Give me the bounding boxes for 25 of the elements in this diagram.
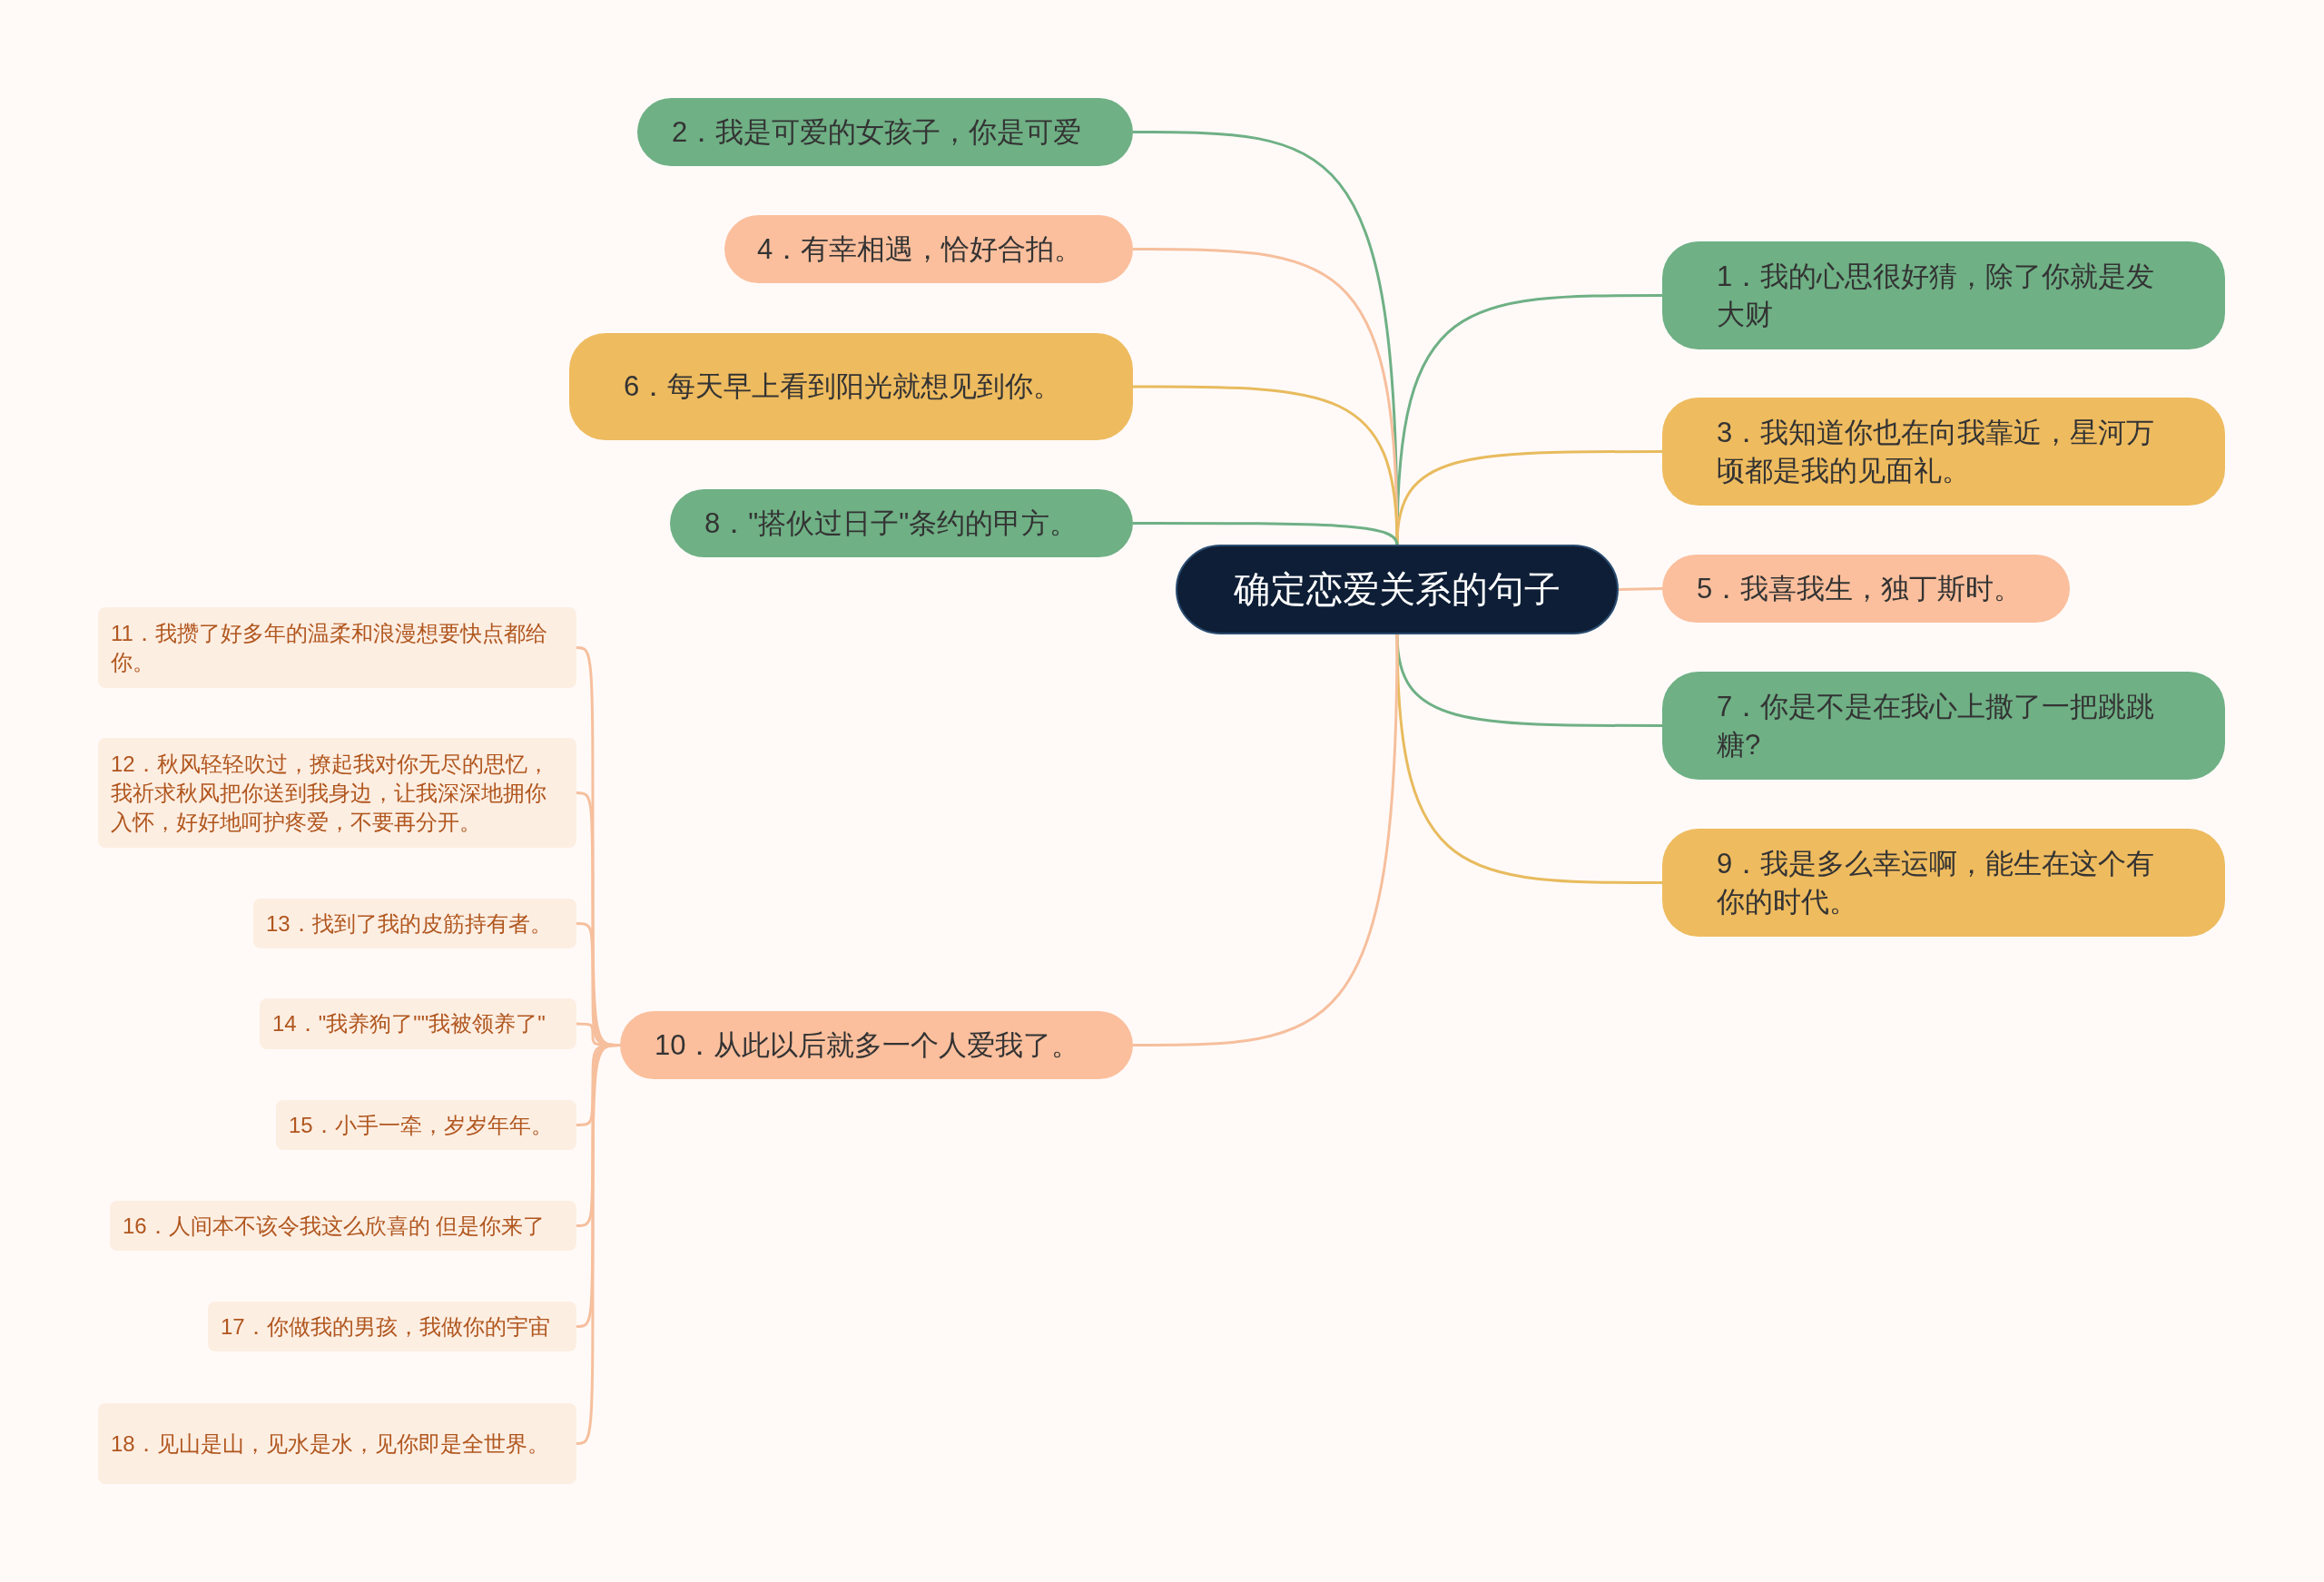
connector-line xyxy=(1395,450,1662,545)
connector-line xyxy=(576,1044,621,1445)
subtopic-box: 18．见山是山，见水是水，见你即是全世界。 xyxy=(98,1403,576,1484)
topic-pill: 9．我是多么幸运啊，能生在这个有你的时代。 xyxy=(1662,829,2225,937)
topic-pill: 8．"搭伙过日子"条约的甲方。 xyxy=(670,489,1133,557)
topic-pill: 7．你是不是在我心上撒了一把跳跳糖? xyxy=(1662,672,2225,780)
connector-line xyxy=(1133,522,1399,545)
subtopic-box: 12．秋风轻轻吹过，撩起我对你无尽的思忆，我祈求秋风把你送到我身边，让我深深地拥你入怀，好好地呵护疼爱，不要再分开。 xyxy=(98,738,576,848)
central-topic: 确定恋爱关系的句子 xyxy=(1176,545,1619,634)
subtopic-box: 16．人间本不该令我这么欣喜的 但是你来了 xyxy=(110,1201,576,1251)
connector-line xyxy=(1618,587,1663,591)
topic-pill: 4．有幸相遇，恰好合拍。 xyxy=(724,215,1133,283)
subtopic-box: 17．你做我的男孩，我做你的宇宙 xyxy=(208,1302,576,1351)
topic-pill: 3．我知道你也在向我靠近，星河万顷都是我的见面礼。 xyxy=(1662,398,2225,506)
topic-pill: 10．从此以后就多一个人爱我了。 xyxy=(620,1011,1133,1079)
subtopic-box: 14．"我养狗了""我被领养了" xyxy=(260,998,576,1049)
topic-pill: 6．每天早上看到阳光就想见到你。 xyxy=(569,333,1133,440)
subtopic-box: 13．找到了我的皮筋持有者。 xyxy=(253,899,576,948)
topic-pill: 5．我喜我生，独丁斯时。 xyxy=(1662,555,2070,623)
topic-pill: 2．我是可爱的女孩子，你是可爱 xyxy=(637,98,1133,166)
topic-pill: 1．我的心思很好猜，除了你就是发大财 xyxy=(1662,241,2225,349)
connector-line xyxy=(1395,634,1662,884)
connector-line xyxy=(1133,634,1399,1046)
subtopic-box: 15．小手一牵，岁岁年年。 xyxy=(276,1100,576,1150)
subtopic-box: 11．我攒了好多年的温柔和浪漫想要快点都给你。 xyxy=(98,607,576,688)
